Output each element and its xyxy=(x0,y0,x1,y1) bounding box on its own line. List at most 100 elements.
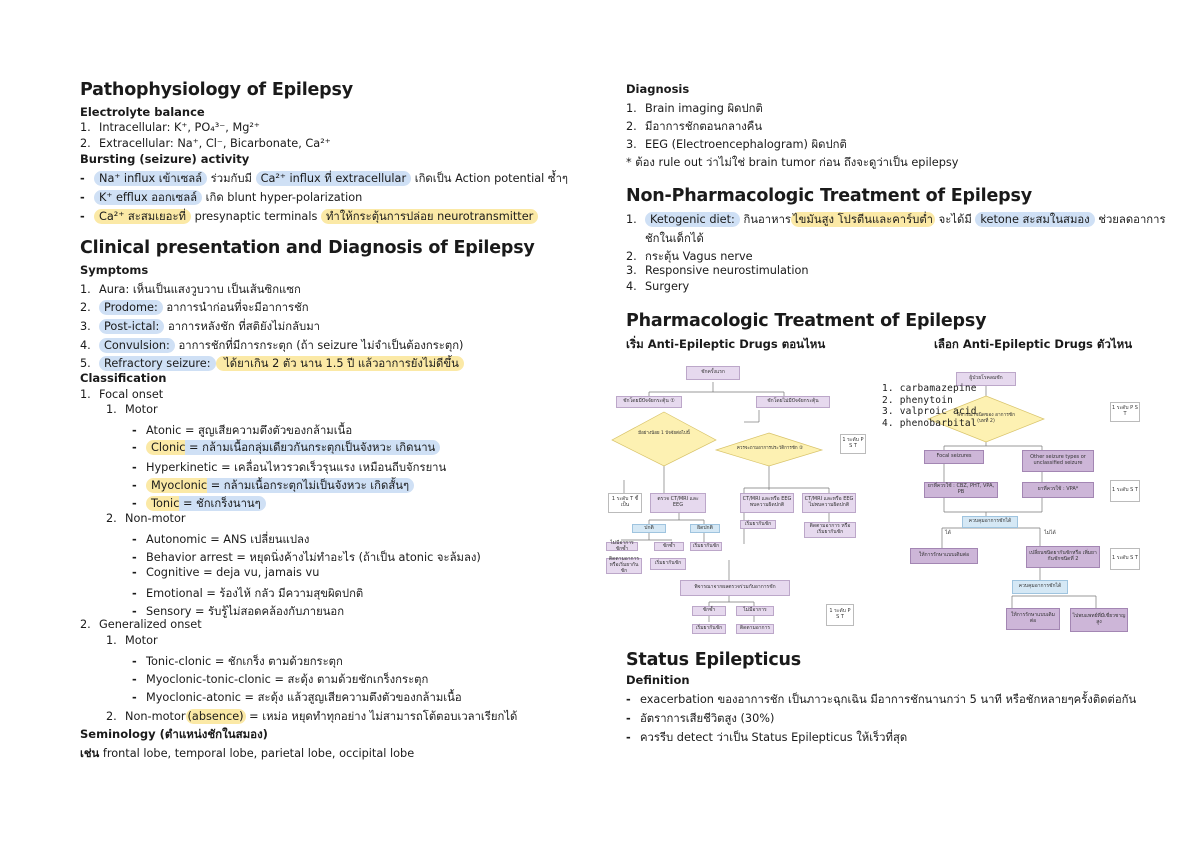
list-item: -exacerbation ของอาการชัก เป็นภาวะฉุกเฉิ… xyxy=(626,693,1137,706)
fc2-level-box-1: 1 ระดับ P S T xyxy=(1110,402,1140,422)
clinical-title: Clinical presentation and Diagnosis of E… xyxy=(80,238,535,258)
pharm-sub-left: เริ่ม Anti-Epileptic Drugs ตอนไหน xyxy=(626,337,826,351)
fc2-specialist: ไปพบแพทย์ที่มีเชี่ยวชาญสูง xyxy=(1070,608,1128,632)
symptoms-heading: Symptoms xyxy=(80,263,149,277)
fc1-follow-up-1: ติดตามอาการ หรือเริ่มยากันชัก xyxy=(606,557,642,574)
list-item: 1.Aura: เห็นเป็นแสงวูบวาบ เป็นเส้นซิกแซก xyxy=(80,283,301,296)
list-item: 1.Brain imaging ผิดปกติ xyxy=(626,102,763,115)
handwritten-item: 3. valproic acid xyxy=(882,406,977,417)
list-item: 2.Prodome: อาการนำก่อนที่จะมีอาการชัก xyxy=(80,300,309,315)
list-item: -ควรรีบ detect ว่าเป็น Status Epilepticu… xyxy=(626,731,908,744)
list-item: 1.Ketogenic diet: กินอาหารไขมันสูง โปรตี… xyxy=(626,212,1166,227)
list-item: 2.Extracellular: Na⁺, Cl⁻, Bicarbonate, … xyxy=(80,137,331,150)
list-item: -Ca²⁺ สะสมเยอะที่ presynaptic terminals … xyxy=(80,207,539,225)
list-item: 1.Motor xyxy=(106,403,158,416)
fc1-abnormal: ผิดปกติ xyxy=(690,524,720,533)
pharm-sub-right: เลือก Anti-Epileptic Drugs ตัวไหน xyxy=(934,337,1133,351)
diagnosis-note: * ต้อง rule out ว่าไม่ใช่ brain tumor ก่… xyxy=(626,156,959,169)
fc1-start-aed-2: เริ่มยากันชัก xyxy=(740,520,776,529)
semiology-text: เช่น frontal lobe, temporal lobe, pariet… xyxy=(80,747,415,760)
fc2-no-label: ไม่ได้ xyxy=(1044,530,1056,537)
fc1-normal-found: CT/MRI และหรือ EEG ไม่พบความผิดปกติ xyxy=(802,493,856,513)
fc2-level-box-2: 1 ระดับ S T xyxy=(1110,480,1140,502)
list-item: -Hyperkinetic = เคลื่อนไหวรวดเร็วรุนแรง … xyxy=(132,461,447,474)
fc2-patient: ผู้ป่วยโรคลมชัก xyxy=(956,372,1016,386)
fc1-no-symptom: ไม่มีอาการ xyxy=(736,606,774,616)
fc2-focal: Focal seizures xyxy=(924,450,984,464)
fc1-consider: พิจารณาจากผลตรวจร่วมกับอาการชัก xyxy=(680,580,790,596)
list-item: -Autonomic = ANS เปลี่ยนแปลง xyxy=(132,533,310,546)
fc2-other: Other seizure types or unclassified seiz… xyxy=(1022,450,1094,472)
list-item: -Na⁺ influx เข้าเซลล์ ร่วมกับมี Ca²⁺ inf… xyxy=(80,171,568,186)
fc2-yes-label: ได้ xyxy=(945,530,951,537)
fc1-recurrence: ชักซ้ำ xyxy=(654,542,684,551)
fc2-controlled-2: ควบคุมอาการชักได้ xyxy=(1012,580,1068,594)
bursting-heading: Bursting (seizure) activity xyxy=(80,152,250,166)
list-item: 2.Non-motor xyxy=(106,512,186,525)
list-item: -Myoclonic = กล้ามเนื้อกระตุกไม่เป็นจังห… xyxy=(132,476,415,494)
fc1-start-aed-3: เริ่มยากันชัก xyxy=(650,558,686,570)
list-item: 5.Refractory seizure: ได้ยาเกิน 2 ตัว นา… xyxy=(80,354,464,372)
list-item: 3.Responsive neurostimulation xyxy=(626,264,809,277)
fc1-level-t: 1 ระดับ T ชี้เป็น xyxy=(608,493,642,513)
fc2-continue-2: ให้การรักษาแบบเดิมต่อ xyxy=(1006,608,1060,630)
semiology-heading: Seminology (ตำแหน่งชักในสมอง) xyxy=(80,727,268,741)
fc1-level-box-2: 1 ระดับ P S T xyxy=(826,604,854,626)
list-item: 4.Convulsion: อาการชักที่มีการกระตุก (ถ้… xyxy=(80,338,464,353)
fc2-diamond-label: พิจารณาชนิดของ อาการชัก (บทที่ 2) xyxy=(957,413,1015,424)
fc1-unprovoked: ชักโดยไม่มีปัจจัยกระตุ้น xyxy=(756,396,830,408)
status-title: Status Epilepticus xyxy=(626,650,801,670)
fc1-provoked: ชักโดยมีปัจจัยกระตุ้น ① xyxy=(616,396,682,408)
fc2-controlled: ควบคุมอาการชักได้ xyxy=(962,516,1018,528)
list-item: -Tonic = ชักเกร็งนานๆ xyxy=(132,494,266,512)
list-item: -Cognitive = deja vu, jamais vu xyxy=(132,566,320,579)
list-item: 3.EEG (Electroencephalogram) ผิดปกติ xyxy=(626,138,847,151)
list-item: 1.Focal onset xyxy=(80,388,164,401)
fc1-recur-2: ชักซ้ำ xyxy=(692,606,726,616)
list-item: -Emotional = ร้องไห้ กลัว มีความสุขผิดปก… xyxy=(132,587,364,600)
list-item: 2.Generalized onset xyxy=(80,618,202,631)
handwritten-item: 4. phenobarbital xyxy=(882,417,977,429)
definition-heading: Definition xyxy=(626,673,690,687)
list-item: 2.กระตุ้น Vagus nerve xyxy=(626,250,753,263)
fc1-level-box: 1 ระดับ P S T xyxy=(840,434,866,454)
fc2-continue: ให้การรักษาแบบเดิมต่อ xyxy=(910,548,978,564)
list-item: 2.มีอาการชักตอนกลางคืน xyxy=(626,120,763,133)
list-item: 4.Surgery xyxy=(626,280,690,293)
fc1-start-aed-4: เริ่มยากันชัก xyxy=(692,624,726,634)
flowchart-connectors xyxy=(611,382,830,622)
fc2-drug-other: ยาที่ควรใช้ : VPA* xyxy=(1022,482,1094,498)
fc2-level-box-3: 1 ระดับ S T xyxy=(1110,548,1140,570)
list-item: -Clonic = กล้ามเนื้อกลุ่มเดียวกันกระตุกเ… xyxy=(132,438,441,456)
flowchart-when-to-start: ชักครั้งแรก ชักโดยมีปัจจัยกระตุ้น ① ชักโ… xyxy=(604,360,872,640)
list-item: -Myoclonic-atonic = สะดุ้ง แล้วสูญเสียคว… xyxy=(132,691,462,704)
list-item: -Myoclonic-tonic-clonic = สะดุ้ง ตามด้วย… xyxy=(132,673,429,686)
fc1-follow-or-start: ติดตามอาการ หรือเริ่มยากันชัก xyxy=(804,522,856,538)
list-item: -Atonic = สูญเสียความตึงตัวของกล้ามเนื้อ xyxy=(132,424,353,437)
classification-heading: Classification xyxy=(80,371,167,385)
list-item: -อัตราการเสียชีวิตสูง (30%) xyxy=(626,712,775,725)
list-item: -Sensory = รับรู้ไม่สอดคล้องกับภายนอก xyxy=(132,605,345,618)
fc1-first-seizure: ชักครั้งแรก xyxy=(686,366,740,380)
handwritten-item: 2. phenytoin xyxy=(882,394,954,406)
fc1-start-aed-1: เริ่มยากันชัก xyxy=(690,542,722,551)
patho-title: Pathophysiology of Epilepsy xyxy=(80,80,353,100)
list-item: -Tonic-clonic = ชักเกร็ง ตามด้วยกระตุก xyxy=(132,655,343,668)
list-item: -K⁺ efflux ออกเซลล์ เกิด blunt hyper-pol… xyxy=(80,190,363,205)
fc1-abnormal-found: CT/MRI และหรือ EEG พบความผิดปกติ xyxy=(740,493,794,513)
fc2-switch-drug: เปลี่ยนชนิดยากันชักหรือ เพิ่มยากันชักชนิ… xyxy=(1026,546,1100,568)
list-item-continuation: ชักในเด็กได้ xyxy=(645,232,704,245)
list-item: 3.Post-ictal: อาการหลังชัก ที่สติยังไม่ก… xyxy=(80,319,320,334)
list-item: 1.Intracellular: K⁺, PO₄³⁻, Mg²⁺ xyxy=(80,121,260,134)
list-item: -Behavior arrest = หยุดนิ่งค้างไม่ทำอะไร… xyxy=(132,551,481,564)
list-item: 2.Non-motor(absence) = เหม่อ หยุดทำทุกอย… xyxy=(106,709,518,724)
list-item: 1.Motor xyxy=(106,634,158,647)
fc1-normal: ปกติ xyxy=(632,524,666,533)
diagnosis-heading: Diagnosis xyxy=(626,82,690,96)
pharm-title: Pharmacologic Treatment of Epilepsy xyxy=(626,311,987,331)
electrolyte-heading: Electrolyte balance xyxy=(80,105,205,119)
handwritten-drug-list: 1. carbamazepine 2. phenytoin 3. valproi… xyxy=(882,383,977,429)
flowchart2-connectors xyxy=(927,386,1097,608)
fc1-diamond-1-label: มีอย่างน้อย 1 ปัจจัยต่อไปนี้ xyxy=(638,431,690,437)
handwritten-item: 1. carbamazepine xyxy=(882,383,977,394)
